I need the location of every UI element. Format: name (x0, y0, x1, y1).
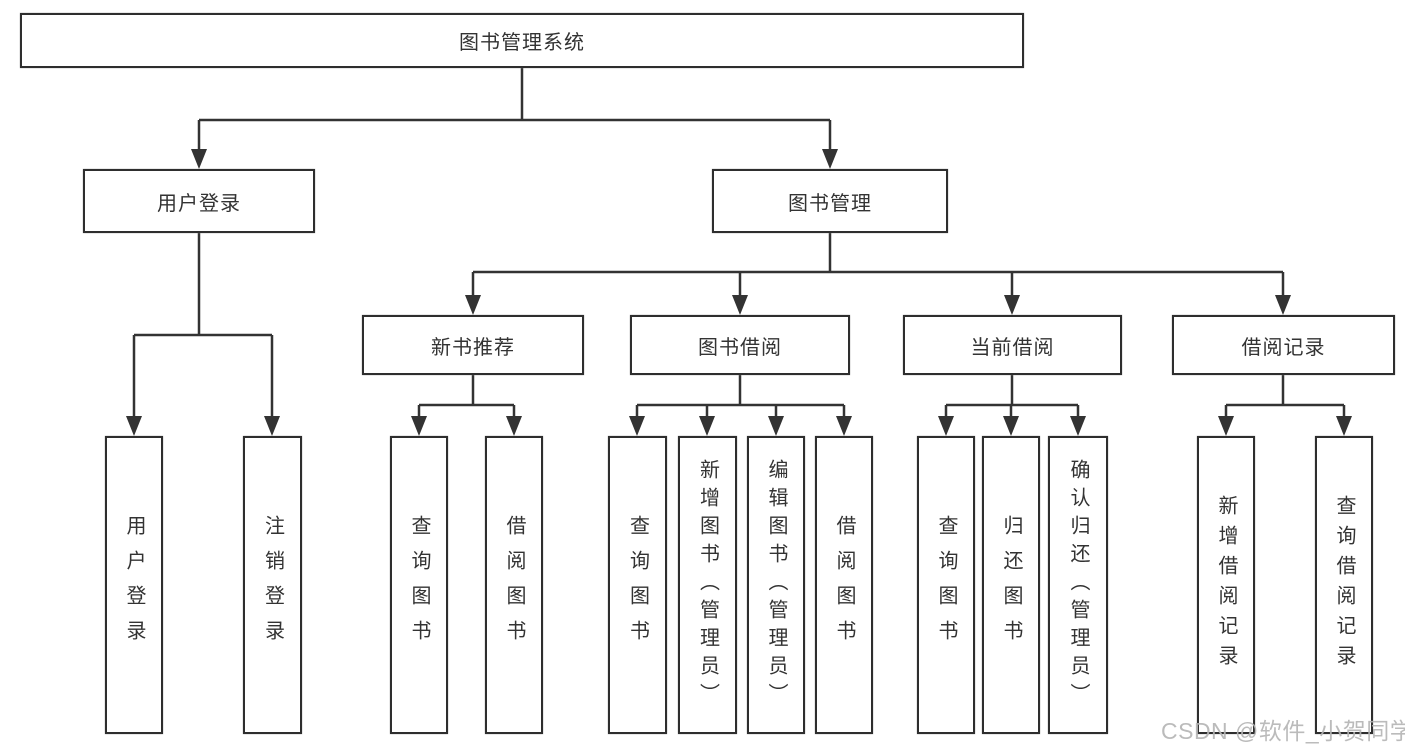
node-label: 图书管理系统 (459, 32, 585, 54)
node-label: 确认归还（管理员） (1067, 459, 1089, 711)
node-query-books-current: 查询图书 (917, 436, 975, 734)
node-user-login: 用户登录 (83, 169, 315, 233)
node-borrow-books-recommend: 借阅图书 (485, 436, 543, 734)
node-label: 用户登录 (157, 192, 241, 215)
node-label: 图书管理 (788, 192, 872, 215)
node-label: 注销登录 (261, 515, 284, 655)
node-label: 新增图书（管理员） (696, 459, 719, 711)
node-current-borrowing: 当前借阅 (903, 315, 1122, 375)
node-label: 用户登录 (123, 515, 145, 655)
node-book-management: 图书管理 (712, 169, 948, 233)
node-logout-action: 注销登录 (243, 436, 302, 734)
node-query-books-recommend: 查询图书 (390, 436, 448, 734)
node-label: 借阅图书 (503, 515, 525, 655)
node-new-book-recommendation: 新书推荐 (362, 315, 584, 375)
node-label: 新书推荐 (431, 336, 515, 359)
node-label: 归还图书 (1000, 515, 1022, 655)
node-label: 当前借阅 (970, 336, 1055, 359)
node-library-management-system: 图书管理系统 (20, 13, 1024, 68)
node-user-login-action: 用户登录 (105, 436, 163, 734)
node-borrowing-records: 借阅记录 (1172, 315, 1395, 375)
node-query-borrow-record: 查询借阅记录 (1315, 436, 1373, 734)
node-label: 查询图书 (935, 515, 957, 655)
watermark-text: CSDN @软件_小贺同学 (1161, 718, 1405, 744)
node-label: 查询图书 (626, 515, 649, 655)
node-edit-book-admin: 编辑图书（管理员） (747, 436, 805, 734)
node-borrow-books-action: 借阅图书 (815, 436, 873, 734)
node-label: 借阅图书 (833, 515, 855, 655)
node-book-borrowing: 图书借阅 (630, 315, 850, 375)
node-label: 编辑图书（管理员） (765, 459, 787, 711)
node-label: 图书借阅 (698, 336, 782, 359)
node-label: 查询图书 (408, 515, 430, 655)
node-query-books-borrowing: 查询图书 (608, 436, 667, 734)
node-label: 新增借阅记录 (1215, 495, 1237, 675)
node-confirm-return-admin: 确认归还（管理员） (1048, 436, 1108, 734)
node-add-borrow-record: 新增借阅记录 (1197, 436, 1255, 734)
node-label: 查询借阅记录 (1333, 495, 1355, 675)
node-add-book-admin: 新增图书（管理员） (678, 436, 737, 734)
node-return-books: 归还图书 (982, 436, 1040, 734)
node-label: 借阅记录 (1241, 336, 1326, 359)
